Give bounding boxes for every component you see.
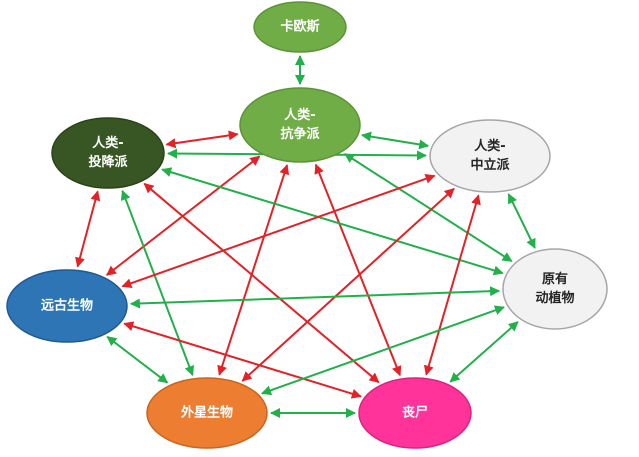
node-zombie-ellipse [358,377,472,449]
edge-resist-zombie-arrow [314,163,402,377]
edge-native-alien-arrow [261,305,505,396]
edge-ancient-alien-arrow [106,335,169,384]
node-ancient-label: 远古生物 [41,298,93,314]
nodes-layer: 卡欧斯人类-抗争派人类-投降派人类-中立派远古生物原有动植物外星生物丧尸 [6,1,608,449]
node-neutral-ellipse [429,119,551,193]
node-resist: 人类- 抗争派 [239,87,361,163]
edges-layer [75,55,536,418]
edge-resist-surrender-arrow [165,130,239,149]
edge-surrender-ancient-arrow [75,190,101,268]
node-ancient-ellipse [6,269,128,343]
edge-surrender-native-arrow [161,167,504,276]
edge-neutral-native-arrow [507,193,536,249]
node-neutral-label: 中立派 [470,157,510,173]
node-alien-ellipse [146,377,268,449]
node-kaos: 卡欧斯 [253,1,347,53]
node-neutral: 人类- 中立派 [429,119,551,193]
node-surrender-label: 人类- [92,135,123,151]
node-zombie: 丧尸 [358,377,472,449]
node-surrender-label: 投降派 [88,154,128,170]
node-native-ellipse [502,248,608,330]
node-ancient: 远古生物 [6,269,128,343]
edge-ancient-native-arrow [129,286,501,309]
node-surrender: 人类- 投降派 [51,117,165,189]
edge-surrender-zombie-arrow [143,182,380,384]
node-kaos-ellipse [253,1,347,53]
node-alien: 外星生物 [146,377,268,449]
edge-resist-neutral-arrow [361,131,430,150]
node-native-label: 动植物 [535,290,574,306]
node-zombie-label: 丧尸 [402,405,428,421]
node-kaos-label: 卡欧斯 [280,19,319,35]
node-resist-label: 人类- [284,107,315,123]
node-native-label: 原有 [542,271,568,287]
node-resist-ellipse [239,87,361,163]
node-neutral-label: 人类- [474,138,505,154]
edge-neutral-alien-arrow [241,187,455,382]
edge-native-zombie-arrow [449,321,519,383]
node-resist-label: 抗争派 [280,126,320,142]
node-alien-label: 外星生物 [180,405,233,421]
node-surrender-ellipse [51,117,165,189]
